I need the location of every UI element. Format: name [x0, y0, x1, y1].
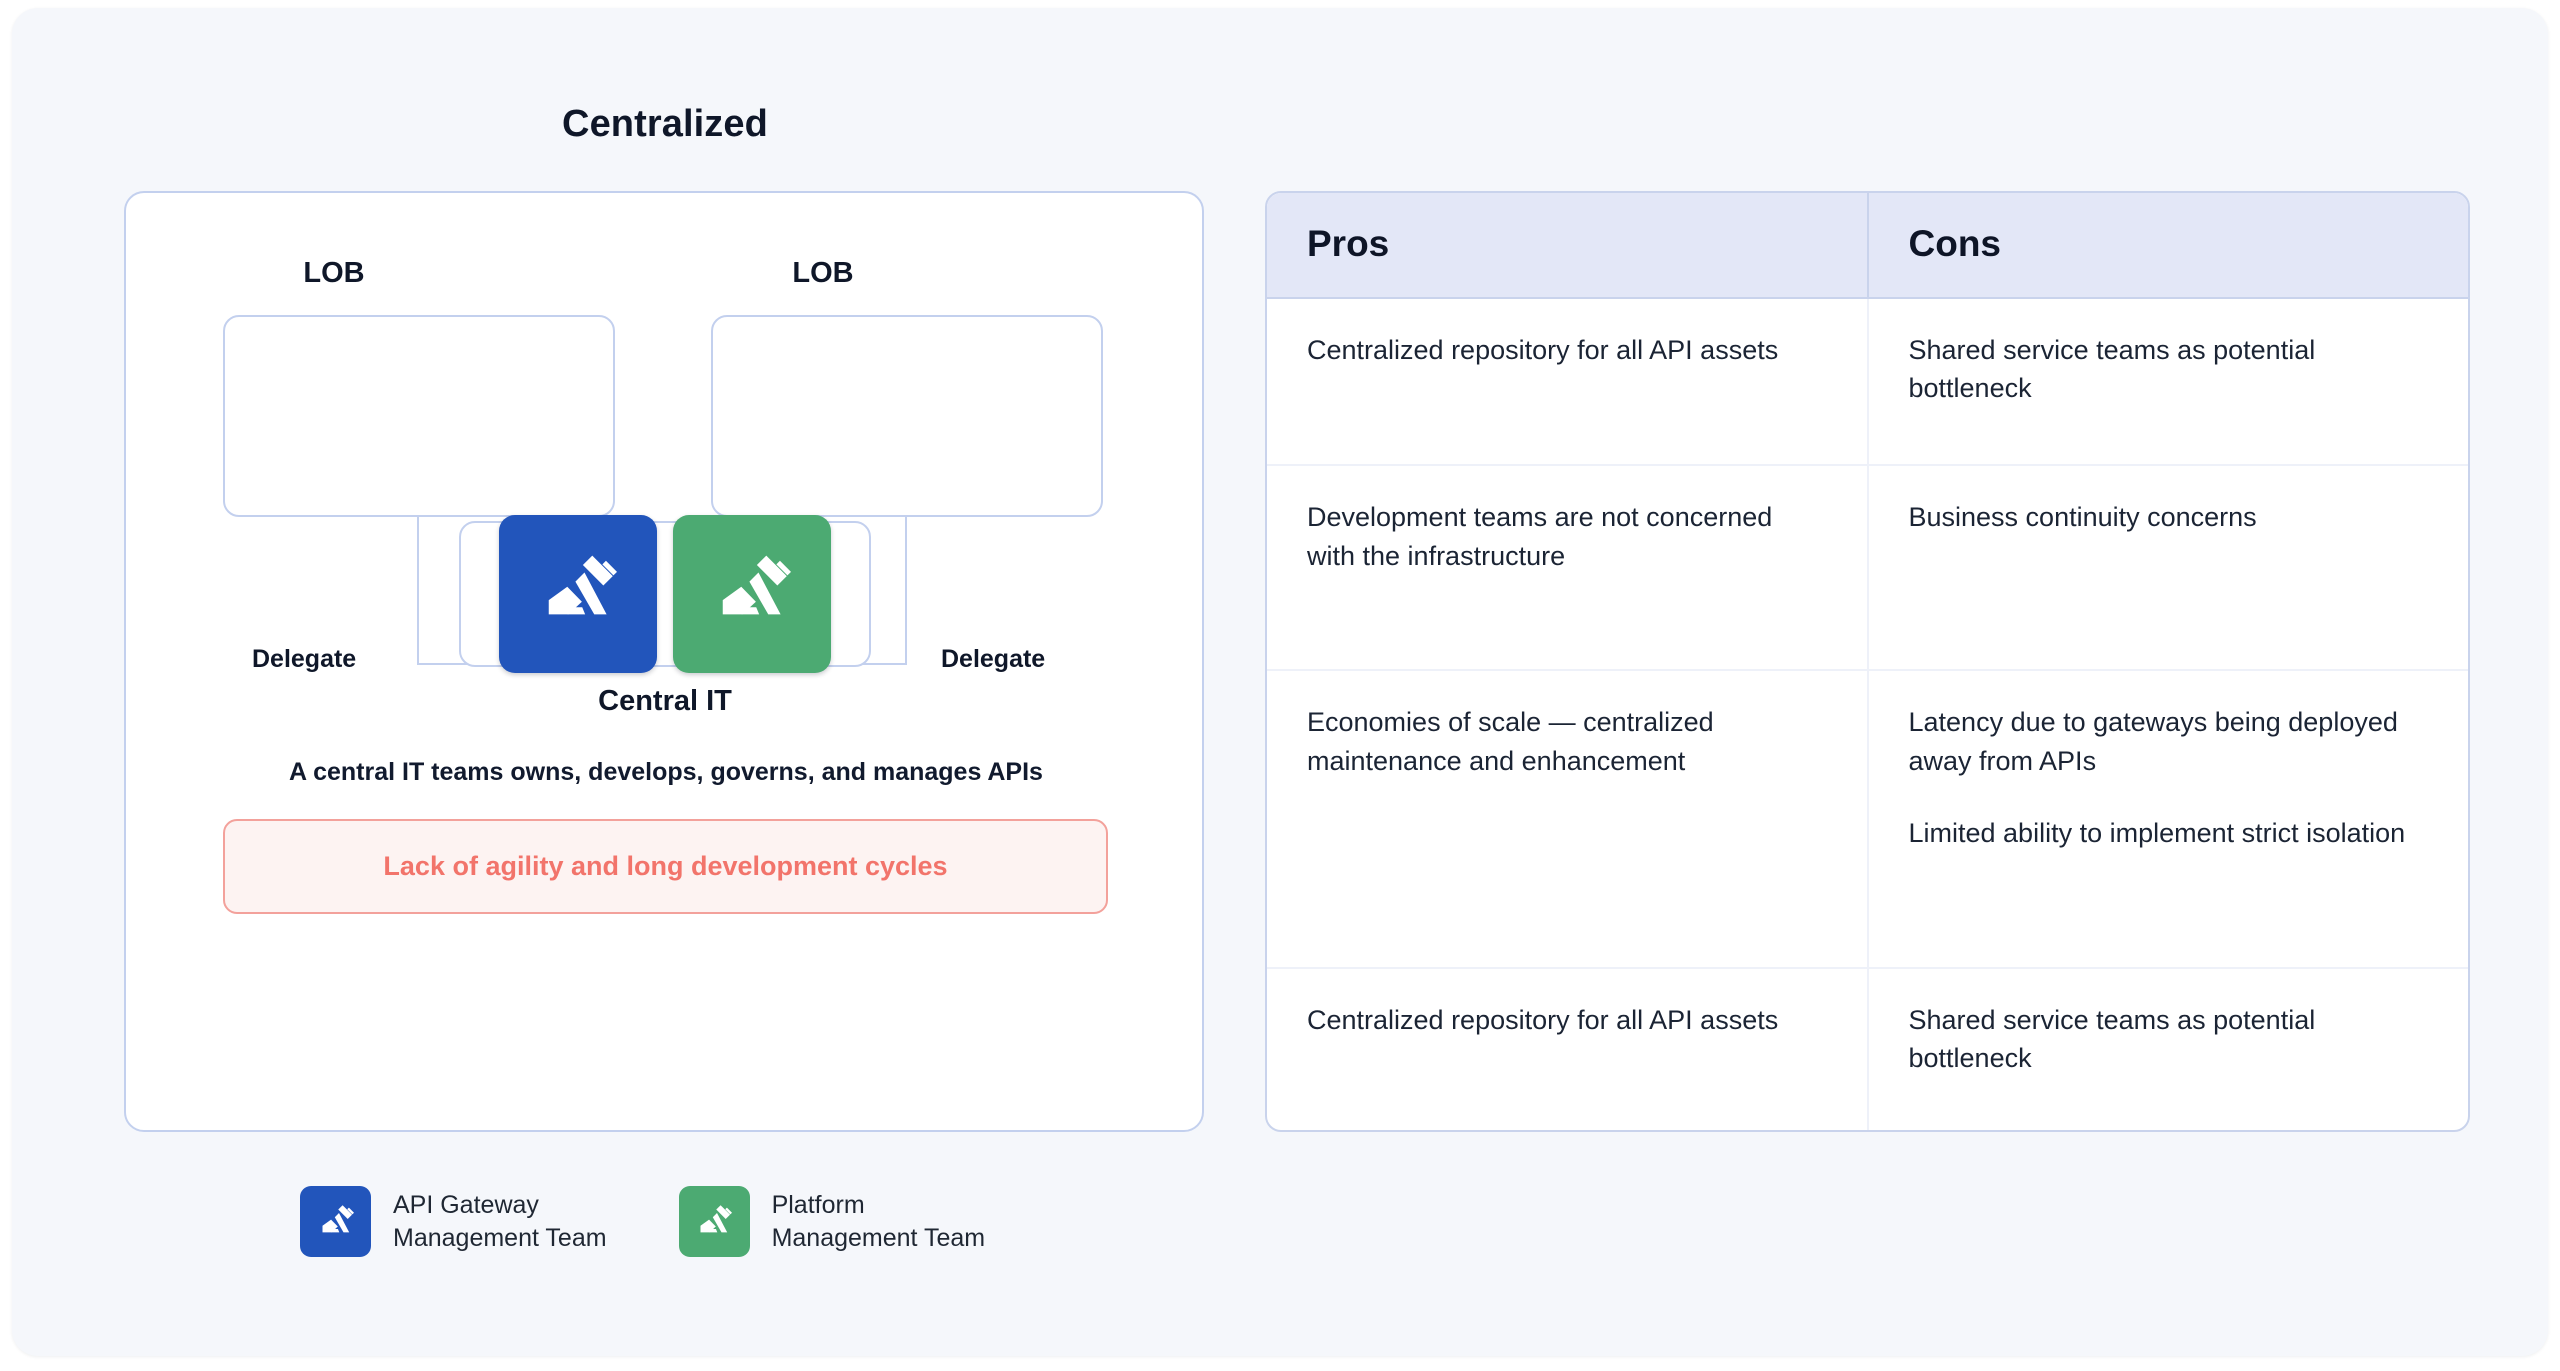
- connector-line-right-horizontal: [853, 663, 907, 665]
- central-it-group: [459, 515, 871, 673]
- warning-text: Lack of agility and long development cyc…: [383, 851, 948, 881]
- cell-text: Development teams are not concerned with…: [1307, 502, 1773, 571]
- connector-line-left-horizontal: [417, 663, 469, 665]
- legend-item-platform: Platform Management Team: [678, 1186, 986, 1257]
- cell-cons: Shared service teams as potential bottle…: [1867, 298, 2468, 467]
- cell-text: Shared service teams as potential bottle…: [1908, 335, 2316, 404]
- table-header-row: Pros Cons: [1267, 193, 2468, 299]
- lob-box-right: [711, 315, 1103, 517]
- cell-text: Centralized repository for all API asset…: [1307, 1004, 1779, 1035]
- table-row: Centralized repository for all API asset…: [1267, 967, 2469, 1130]
- warning-callout: Lack of agility and long development cyc…: [223, 819, 1108, 914]
- column-header-pros: Pros: [1267, 193, 1869, 299]
- cell-cons: Latency due to gateways being deployed a…: [1867, 670, 2468, 969]
- pros-cons-table: Pros Cons Centralized repository for all…: [1267, 193, 2468, 1130]
- lob-label-right: LOB: [792, 257, 854, 289]
- cell-text: Shared service teams as potential bottle…: [1908, 1004, 2316, 1074]
- page-title: Centralized: [562, 103, 768, 145]
- cell-pros: Centralized repository for all API asset…: [1267, 967, 1869, 1130]
- legend-label: Platform Management Team: [771, 1190, 986, 1252]
- cell-text: Latency due to gateways being deployed a…: [1908, 707, 2398, 776]
- delegate-label-left: Delegate: [252, 645, 357, 673]
- table-row: Development teams are not concerned with…: [1267, 465, 2468, 672]
- page-card: Centralized LOB LOB Delegate Delegate: [12, 8, 2548, 1356]
- table-row: Economies of scale — centralized mainten…: [1267, 670, 2468, 969]
- legend-item-api-gateway: API Gateway Management Team: [300, 1186, 607, 1257]
- cell-pros: Economies of scale — centralized mainten…: [1267, 670, 1869, 969]
- pros-cons-table-card: Pros Cons Centralized repository for all…: [1265, 191, 2470, 1132]
- legend-label: API Gateway Management Team: [393, 1190, 607, 1252]
- cell-pros: Development teams are not concerned with…: [1267, 465, 1869, 672]
- diagram-panel: LOB LOB Delegate Delegate: [124, 191, 1204, 1132]
- table-row: Centralized repository for all API asset…: [1267, 298, 2468, 467]
- cell-cons: Shared service teams as potential bottle…: [1868, 968, 2469, 1130]
- connector-line-right-vertical: [905, 517, 907, 665]
- gavel-icon: [700, 540, 804, 649]
- cell-cons: Business continuity concerns: [1867, 465, 2468, 672]
- cell-text: Business continuity concerns: [1908, 502, 2257, 533]
- gavel-icon: [300, 1186, 371, 1257]
- delegate-label-right: Delegate: [941, 645, 1046, 673]
- gavel-icon: [678, 1186, 750, 1257]
- platform-team-tile[interactable]: [673, 515, 831, 673]
- central-it-caption: Central IT: [598, 685, 732, 717]
- connector-line-left-vertical: [417, 517, 419, 665]
- legend: API Gateway Management Team Platform Man…: [300, 1186, 985, 1257]
- lob-box-left: [223, 315, 615, 517]
- table-body: Centralized repository for all API asset…: [1267, 298, 2468, 1130]
- lob-label-left: LOB: [303, 257, 365, 289]
- column-header-cons: Cons: [1867, 193, 2468, 299]
- cell-text: Economies of scale — centralized mainten…: [1307, 707, 1714, 776]
- cell-text: Limited ability to implement strict isol…: [1908, 818, 2406, 849]
- cell-text: Centralized repository for all API asset…: [1307, 335, 1779, 365]
- central-it-description: A central IT teams owns, develops, gover…: [289, 758, 1043, 786]
- table-head: Pros Cons: [1267, 193, 2468, 299]
- api-gateway-team-tile[interactable]: [499, 515, 657, 673]
- gavel-icon: [526, 540, 630, 649]
- cell-pros: Centralized repository for all API asset…: [1267, 298, 1869, 467]
